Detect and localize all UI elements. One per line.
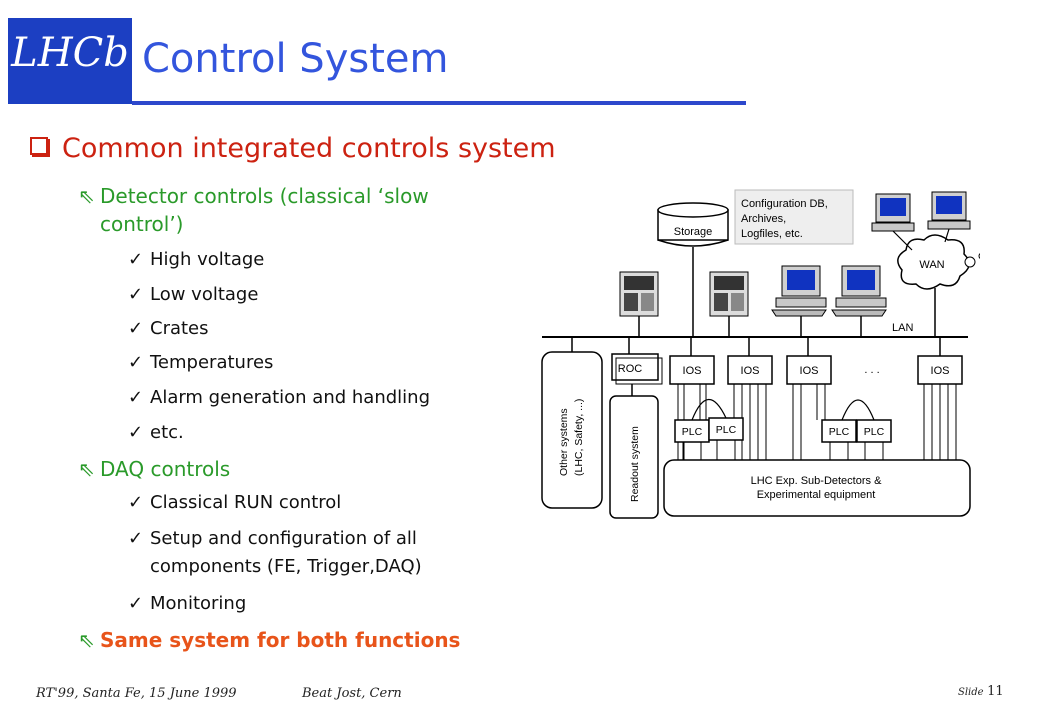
title-underline [132,101,746,105]
check-bullet-icon: ✓ [128,387,144,408]
svg-text:PLC: PLC [829,426,850,438]
other-systems-box: Other systems (LHC, Safety, ...) [541,351,603,509]
svg-text:IOS: IOS [741,365,760,377]
plc-box: PLC [708,417,744,441]
bullet-detector-controls-cont: control’) [100,212,184,236]
svg-text:Logfiles, etc.: Logfiles, etc. [741,228,803,240]
ios-box: IOS [917,355,963,385]
check-bullet-icon: ✓ [128,593,144,614]
logo-text: LHCb [10,30,129,76]
wan-cloud-icon: WAN [897,234,980,290]
arrow-bullet-icon: ⇖ [78,457,95,481]
bullet-daq-controls: ⇖DAQ controls [78,457,231,481]
footer-author: Beat Jost, Cern [302,686,402,701]
workstation-icon [831,265,887,317]
svg-text:Configuration DB,: Configuration DB, [741,198,828,210]
square-bullet-icon [30,137,48,155]
plc-box: PLC [821,419,857,443]
wan-label: WAN [919,259,944,271]
list-item: ✓Monitoring [128,593,247,614]
list-item: ✓Setup and configuration of all [128,528,417,549]
slide-number: Slide 11 [958,684,1004,699]
server-icon [709,271,749,317]
ellipsis-label: . . . [864,364,879,376]
workstation-icon [771,265,827,317]
check-bullet-icon: ✓ [128,284,144,305]
list-item: ✓Low voltage [128,284,259,305]
svg-text:LHC Exp. Sub-Detectors &: LHC Exp. Sub-Detectors & [751,475,882,487]
svg-text:PLC: PLC [682,426,703,438]
check-bullet-icon: ✓ [128,318,144,339]
ios-box: IOS [786,355,832,385]
check-bullet-icon: ✓ [128,422,144,443]
check-bullet-icon: ✓ [128,249,144,270]
roc-label: ROC [618,363,643,375]
arrow-bullet-icon: ⇖ [78,184,95,208]
list-item-cont: components (FE, Trigger,DAQ) [150,556,422,577]
bullet-main: Common integrated controls system [30,133,556,164]
svg-text:Experimental equipment: Experimental equipment [757,489,876,501]
subdetectors-box: LHC Exp. Sub-Detectors & Experimental eq… [663,459,971,517]
bullet-same-system: ⇖Same system for both functions [78,628,461,652]
svg-text:IOS: IOS [931,365,950,377]
plc-box: PLC [674,419,710,443]
roc-box: ROC [611,353,663,385]
plc-box: PLC [856,419,892,443]
storage-label: Storage [674,226,713,238]
footer-conference: RT'99, Santa Fe, 15 June 1999 [36,686,237,701]
list-item: ✓Temperatures [128,352,274,373]
list-item: ✓Classical RUN control [128,492,342,513]
workstation-icon [871,193,915,232]
control-system-diagram: Storage Configuration DB, Archives, Logf… [541,189,980,519]
bullet-detector-controls: ⇖Detector controls (classical ‘slow [78,184,429,208]
readout-system-box: Readout system [609,395,659,519]
page-title: Control System [142,36,449,82]
svg-text:PLC: PLC [864,426,885,438]
svg-text:IOS: IOS [683,365,702,377]
server-icon [619,271,659,317]
list-item: ✓Alarm generation and handling [128,387,430,408]
lan-label: LAN [892,322,913,334]
svg-text:IOS: IOS [800,365,819,377]
check-bullet-icon: ✓ [128,352,144,373]
svg-text:(LHC, Safety, ...): (LHC, Safety, ...) [573,399,585,476]
svg-text:Readout system: Readout system [629,426,641,502]
config-db-note: Configuration DB, Archives, Logfiles, et… [734,189,854,245]
svg-text:Archives,: Archives, [741,213,786,225]
svg-text:PLC: PLC [716,424,737,436]
list-item: ✓Crates [128,318,209,339]
list-item: ✓High voltage [128,249,265,270]
check-bullet-icon: ✓ [128,492,144,513]
storage-icon: Storage [657,202,729,247]
lhcb-logo: LHCb [8,18,132,104]
arrow-bullet-icon: ⇖ [78,628,95,652]
workstation-icon [927,191,971,230]
list-item: ✓etc. [128,422,184,443]
svg-text:Other systems: Other systems [558,408,570,476]
ios-box: IOS [669,355,715,385]
bullet-main-text: Common integrated controls system [62,133,556,164]
ios-box: IOS [727,355,773,385]
check-bullet-icon: ✓ [128,528,144,549]
